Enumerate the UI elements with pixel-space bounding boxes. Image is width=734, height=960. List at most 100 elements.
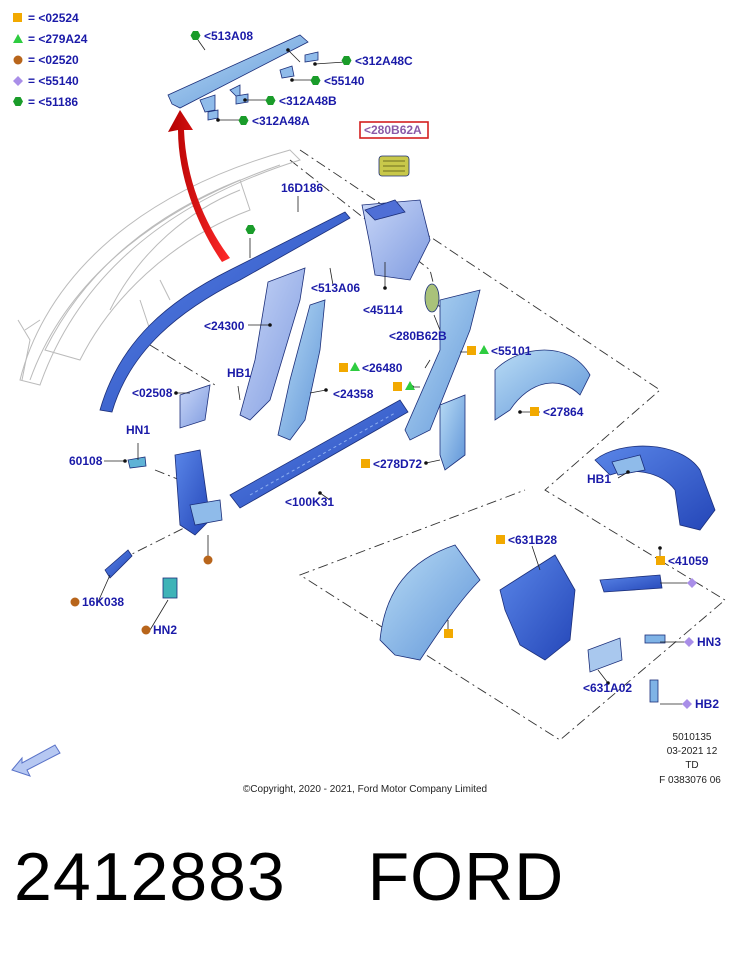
part-label[interactable]: <631B28 xyxy=(508,533,557,547)
hexagon-marker-icon xyxy=(245,225,256,234)
legend-text: = <51186 xyxy=(28,95,78,109)
legend-text: = <02520 xyxy=(28,53,79,67)
c-pillar-reinforcement xyxy=(404,289,481,471)
hexagon-marker-icon xyxy=(238,116,249,125)
hexagon-marker-icon xyxy=(341,56,352,65)
bracket-631A02 xyxy=(587,637,623,673)
diamond-marker-icon xyxy=(684,637,694,647)
square-marker-icon xyxy=(444,629,453,638)
part-label[interactable]: <312A48A xyxy=(252,114,310,128)
part-label[interactable]: <312A48C xyxy=(355,54,413,68)
part-label[interactable]: 16K038 xyxy=(82,595,124,609)
part-label[interactable]: HN2 xyxy=(153,623,177,637)
square-marker-icon xyxy=(13,13,22,22)
part-label[interactable]: <02508 xyxy=(132,386,173,400)
red-arrow-icon xyxy=(168,110,230,262)
triangle-marker-icon xyxy=(350,362,360,371)
circle-marker-icon xyxy=(203,555,213,565)
document-info: 5010135 03-2021 12 TD F 0383076 06 xyxy=(659,732,721,786)
part-label[interactable]: HB2 xyxy=(695,697,719,711)
legend-text: = <02524 xyxy=(28,11,79,25)
b-pillar-inner xyxy=(277,299,326,441)
pad-280B62B xyxy=(424,283,440,313)
part-label[interactable]: <278D72 xyxy=(373,457,422,471)
hexagon-marker-icon xyxy=(190,31,201,40)
part-label[interactable]: <41059 xyxy=(668,554,709,568)
part-label[interactable]: <631A02 xyxy=(583,681,632,695)
copyright-text: ©Copyright, 2020 - 2021, Ford Motor Comp… xyxy=(243,784,487,795)
panel-lower-left xyxy=(379,544,481,661)
square-marker-icon xyxy=(361,459,370,468)
part-label[interactable]: 60108 xyxy=(69,454,103,468)
rear-quarter-inner-45114 xyxy=(361,199,431,281)
roof-rail-reinforcement xyxy=(167,34,309,113)
bracket-16K038 xyxy=(104,549,133,579)
legend-item-triangle: = <279A24 xyxy=(13,32,88,46)
part-label[interactable]: <55140 xyxy=(324,74,365,88)
diamond-marker-icon xyxy=(687,578,697,588)
quarter-inner-41059 xyxy=(594,445,716,531)
hexagon-marker-icon xyxy=(310,76,321,85)
part-number: 2412883 xyxy=(14,839,286,915)
part-label[interactable]: <55101 xyxy=(491,344,532,358)
doc-info-line: 03-2021 12 xyxy=(667,746,718,757)
circle-marker-icon xyxy=(141,625,151,635)
part-label[interactable]: HB1 xyxy=(587,472,611,486)
square-marker-icon xyxy=(656,556,665,565)
square-marker-icon xyxy=(339,363,348,372)
rocker-panel xyxy=(229,399,409,509)
legend-item-diamond: = <55140 xyxy=(13,74,79,88)
panel-631B28 xyxy=(499,554,576,661)
brand-name: FORD xyxy=(367,839,565,915)
part-label[interactable]: <100K31 xyxy=(285,495,334,509)
part-label[interactable]: <24358 xyxy=(333,387,374,401)
part-labels: <513A08 <312A48C <55140 <312A48B <312A48… xyxy=(69,29,721,711)
part-label[interactable]: <26480 xyxy=(362,361,403,375)
direction-arrow-icon xyxy=(11,744,61,777)
part-label[interactable]: HB1 xyxy=(227,366,251,380)
part-label[interactable]: <513A08 xyxy=(204,29,253,43)
part-label[interactable]: <45114 xyxy=(363,303,403,317)
part-label[interactable]: HN3 xyxy=(697,635,721,649)
part-label[interactable]: <24300 xyxy=(204,319,245,333)
legend: = <02524 = <279A24 = <02520 = <55140 = <… xyxy=(13,11,88,109)
square-marker-icon xyxy=(530,407,539,416)
body-side-outline xyxy=(17,149,301,386)
roof-side-rail xyxy=(99,211,351,413)
diagram-markers xyxy=(70,31,697,709)
part-label-highlighted[interactable]: <280B62A xyxy=(364,123,422,137)
legend-item-hexagon: = <51186 xyxy=(13,95,78,109)
doc-info-line: F 0383076 06 xyxy=(659,775,721,786)
legend-text: = <279A24 xyxy=(28,32,88,46)
right-bracket-hn3 xyxy=(599,574,666,703)
part-label[interactable]: <312A48B xyxy=(279,94,337,108)
hexagon-marker-icon xyxy=(265,96,276,105)
b-pillar-outer xyxy=(239,267,306,421)
square-marker-icon xyxy=(496,535,505,544)
doc-info-line: 5010135 xyxy=(673,732,712,743)
part-label[interactable]: <27864 xyxy=(543,405,584,419)
diamond-marker-icon xyxy=(682,699,692,709)
bracket-HN2 xyxy=(162,577,178,599)
triangle-marker-icon xyxy=(13,34,23,43)
part-label[interactable]: <513A06 xyxy=(311,281,360,295)
doc-info-line: TD xyxy=(685,760,698,771)
small-bracket-02508 xyxy=(179,384,211,429)
circle-marker-icon xyxy=(13,55,23,65)
part-footer: 2412883 FORD xyxy=(14,838,564,916)
pad-280B62A xyxy=(378,155,410,177)
circle-marker-icon xyxy=(70,597,80,607)
hinge-pillar xyxy=(174,449,223,536)
bracket-HN1 xyxy=(127,456,147,469)
square-marker-icon xyxy=(393,382,402,391)
diamond-marker-icon xyxy=(13,76,23,86)
highlight-box xyxy=(359,121,429,139)
square-marker-icon xyxy=(467,346,476,355)
leader-lines xyxy=(97,39,690,705)
legend-text: = <55140 xyxy=(28,74,79,88)
part-label[interactable]: <280B62B xyxy=(389,329,447,343)
part-label[interactable]: 16D186 xyxy=(281,181,323,195)
part-label[interactable]: HN1 xyxy=(126,423,150,437)
exploded-parts-diagram: = <02524 = <279A24 = <02520 = <55140 = <… xyxy=(11,11,726,795)
wheelhouse-27864 xyxy=(494,349,591,421)
